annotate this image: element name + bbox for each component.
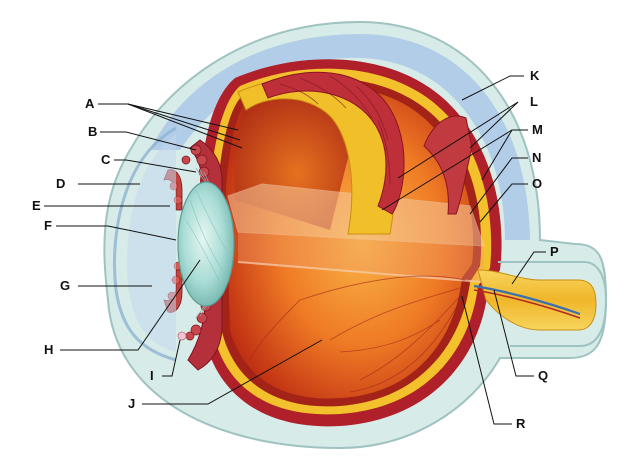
section-plane-front bbox=[238, 232, 484, 282]
retinal-vessels bbox=[249, 275, 471, 393]
label-N: N bbox=[532, 150, 541, 165]
anterior-chamber bbox=[127, 134, 176, 352]
label-J: J bbox=[128, 396, 135, 411]
label-G: G bbox=[60, 278, 70, 293]
label-R: R bbox=[516, 416, 526, 431]
label-I: I bbox=[150, 368, 154, 383]
label-P: P bbox=[550, 244, 559, 259]
leader-lines bbox=[44, 75, 546, 425]
label-O: O bbox=[532, 176, 542, 191]
central-retinal-vessels bbox=[473, 284, 581, 316]
label-L: L bbox=[530, 94, 538, 109]
label-H: H bbox=[44, 342, 53, 357]
cornea bbox=[112, 126, 177, 362]
label-K: K bbox=[530, 68, 540, 83]
lens-fibers bbox=[185, 189, 227, 283]
label-F: F bbox=[44, 218, 52, 233]
label-C: C bbox=[101, 152, 111, 167]
canal-of-schlemm bbox=[177, 331, 187, 341]
label-D: D bbox=[56, 176, 65, 191]
label-E: E bbox=[32, 198, 41, 213]
section-edge bbox=[237, 261, 483, 283]
optic-nerve-sheath bbox=[498, 261, 608, 347]
posterior-flap bbox=[423, 115, 473, 215]
label-Q: Q bbox=[538, 368, 548, 383]
lens bbox=[177, 181, 235, 307]
label-M: M bbox=[532, 122, 543, 137]
ciliary-processes bbox=[181, 144, 212, 341]
central-retinal-artery bbox=[473, 289, 581, 319]
label-B: B bbox=[88, 124, 97, 139]
label-A: A bbox=[85, 96, 95, 111]
choroid-flap bbox=[261, 71, 405, 215]
choroid-texture bbox=[279, 75, 391, 185]
